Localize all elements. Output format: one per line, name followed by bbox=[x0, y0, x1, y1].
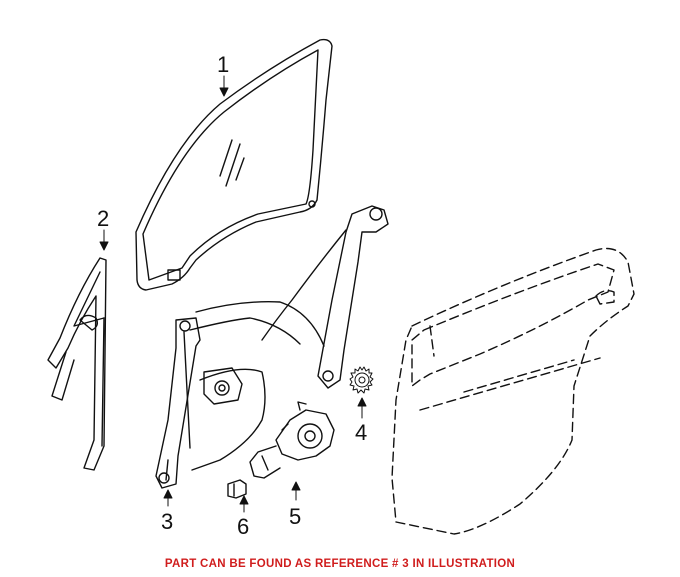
motor-connector bbox=[227, 479, 247, 499]
callout-3: 3 bbox=[161, 509, 173, 534]
callout-4: 4 bbox=[355, 420, 367, 445]
callout-6: 6 bbox=[237, 514, 249, 539]
window-glass bbox=[135, 38, 333, 291]
door-shell bbox=[391, 247, 635, 535]
regulator-gear bbox=[349, 366, 374, 394]
glass-guide-channel bbox=[47, 257, 107, 471]
window-motor bbox=[249, 401, 335, 479]
callout-1: 1 bbox=[217, 52, 229, 77]
reference-caption: PART CAN BE FOUND AS REFERENCE # 3 IN IL… bbox=[164, 558, 516, 570]
callout-2: 2 bbox=[97, 206, 109, 231]
window-regulator bbox=[155, 205, 389, 489]
leader-lines bbox=[99, 75, 367, 513]
callout-5: 5 bbox=[289, 504, 301, 529]
